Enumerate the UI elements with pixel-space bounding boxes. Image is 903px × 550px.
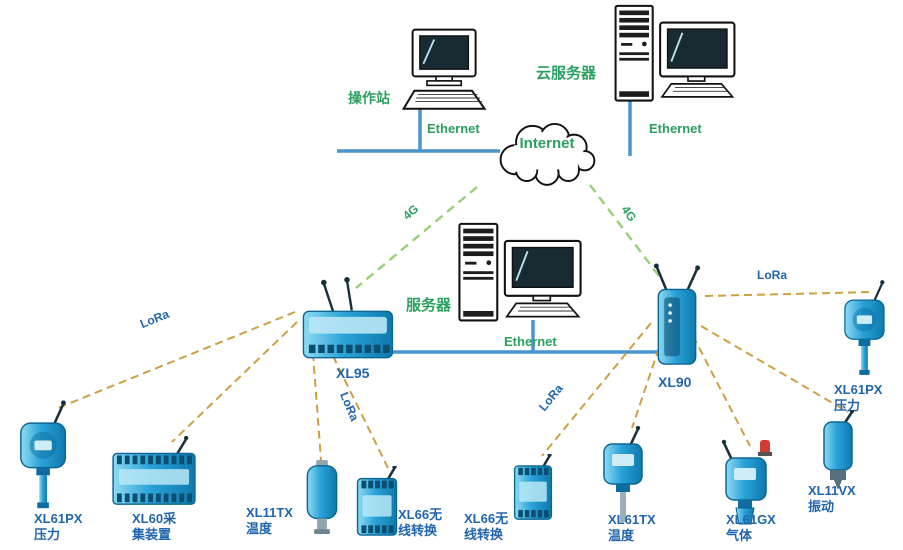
internet-cloud-node xyxy=(489,116,605,188)
operator-station-label: 操作站 xyxy=(348,90,390,106)
desktop-computer-icon xyxy=(401,28,487,110)
xl61gx-sensor xyxy=(716,438,782,534)
device-label-line1: XL11TX xyxy=(246,505,293,520)
pressure-sensor-icon xyxy=(20,400,67,509)
gas-sensor-icon xyxy=(721,439,772,525)
device-label-line1: XL61PX xyxy=(834,382,883,397)
device-label-line2: 气体 xyxy=(726,528,753,543)
cloud-server-node xyxy=(613,4,737,108)
device-label-line1: XL61GX xyxy=(726,512,776,527)
xl66-left-converter xyxy=(352,466,402,538)
device-label-line1: XL66无 xyxy=(398,507,443,522)
device-label-line1: XL61PX xyxy=(34,511,83,526)
xl90-gateway xyxy=(644,262,708,368)
device-label-line2: 线转换 xyxy=(398,523,438,538)
xl66-left-label: XL66无 线转换 xyxy=(398,507,442,539)
server-tower-monitor-icon xyxy=(458,222,582,322)
4g-lines xyxy=(355,184,660,289)
xl66-right-label: XL66无 线转换 xyxy=(464,511,508,543)
xl61px-left-label: XL61PX 压力 xyxy=(34,511,82,543)
device-label-line1: XL66无 xyxy=(464,511,509,526)
xl61tx-sensor xyxy=(596,426,650,526)
xl90-label: XL90 xyxy=(658,374,692,390)
cloud-server-label: 云服务器 xyxy=(536,65,597,82)
xl66-right-converter xyxy=(510,454,556,522)
device-label-line1: XL60采 xyxy=(132,511,177,526)
xl95-gateway xyxy=(296,276,398,368)
temperature-cylinder-icon xyxy=(306,459,338,535)
xl11vx-sensor xyxy=(814,410,862,492)
server-tower-monitor-icon xyxy=(614,4,736,102)
ethernet-left-label: Ethernet xyxy=(427,121,480,136)
xl11tx-label: XL11TX 温度 xyxy=(246,505,293,537)
device-label-line2: 振动 xyxy=(808,499,835,514)
device-label-line1: XL61TX xyxy=(608,512,656,527)
device-label-line2: 压力 xyxy=(34,527,61,542)
xl61gx-label: XL61GX 气体 xyxy=(726,512,776,544)
ethernet-mid-label: Ethernet xyxy=(504,334,557,349)
xl60-collector xyxy=(108,436,200,512)
cloud-icon xyxy=(499,123,596,186)
lora-lines xyxy=(57,291,873,469)
xl11vx-label: XL11VX 振动 xyxy=(808,483,856,515)
internet-label: Internet xyxy=(519,135,575,152)
device-label-line2: 压力 xyxy=(834,398,861,413)
device-label-line2: 集装置 xyxy=(132,527,172,542)
xl61px-right-label: XL61PX 压力 xyxy=(834,382,882,414)
device-label-line2: 温度 xyxy=(608,528,635,543)
server-node xyxy=(457,222,583,328)
xl95-gateway-icon xyxy=(302,277,394,359)
lora-far-right-label: LoRa xyxy=(757,268,787,282)
xl90-gateway-icon xyxy=(653,263,701,365)
collector-module-icon xyxy=(112,436,196,505)
xl60-label: XL60采 集装置 xyxy=(132,511,176,543)
wireless-converter-icon xyxy=(513,454,553,520)
xl95-label: XL95 xyxy=(336,365,370,381)
wireless-converter-icon xyxy=(356,466,398,536)
operator-station-node xyxy=(400,27,490,115)
device-label-line1: XL11VX xyxy=(808,483,856,498)
device-label-line2: 温度 xyxy=(246,521,273,536)
xl61px-left-sensor xyxy=(12,398,80,514)
temperature-sensor-icon xyxy=(603,426,643,522)
device-label-line2: 线转换 xyxy=(464,527,504,542)
xl11tx-sensor xyxy=(300,458,344,536)
xl61px-right-sensor xyxy=(836,278,898,380)
ethernet-right-label: Ethernet xyxy=(649,121,702,136)
pressure-sensor-icon xyxy=(844,280,885,375)
server-label: 服务器 xyxy=(406,297,452,314)
xl61tx-label: XL61TX 温度 xyxy=(608,512,656,544)
vibration-sensor-icon xyxy=(823,410,855,490)
